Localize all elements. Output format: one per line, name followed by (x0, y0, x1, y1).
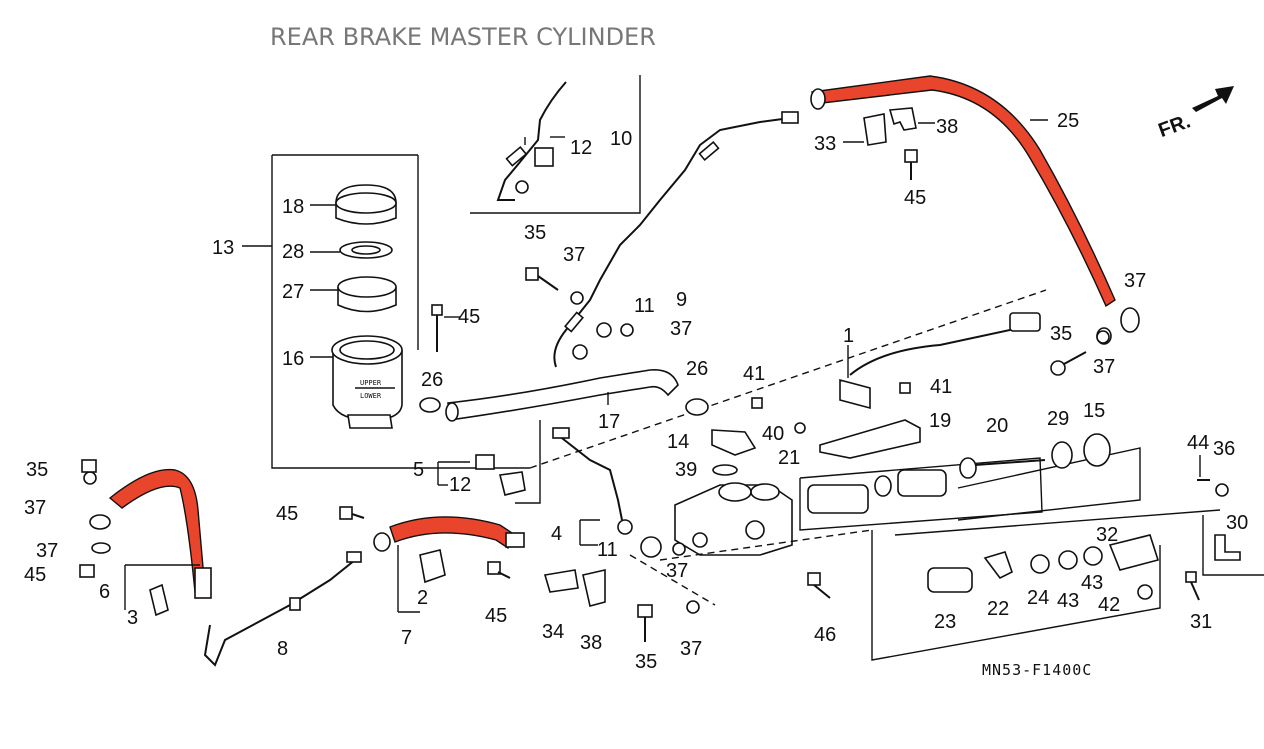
part-label: 16 (282, 348, 304, 370)
part-label: 39 (675, 459, 697, 481)
part-label: 35 (1050, 323, 1072, 345)
part-label: 25 (1057, 110, 1079, 132)
part-label: 5 (413, 459, 424, 481)
brake-hose-middle (339, 506, 525, 584)
part-label: 21 (778, 447, 800, 469)
part-label: 9 (676, 289, 687, 311)
part-label: 26 (686, 358, 708, 380)
reservoir-lower-mark: LOWER (360, 392, 382, 400)
part-label: 37 (1124, 270, 1146, 292)
part-label: 3 (127, 607, 138, 629)
part-label: 32 (1096, 524, 1118, 546)
part-label: 37 (24, 497, 46, 519)
part-label: 10 (610, 128, 632, 150)
part-label: 38 (936, 116, 958, 138)
part-label: 43 (1081, 572, 1103, 594)
part-label: 43 (1057, 590, 1079, 612)
part-label: 35 (524, 222, 546, 244)
reservoir-group: UPPER LOWER (271, 154, 1047, 469)
part-label: 41 (930, 376, 952, 398)
piston-kit-box (799, 433, 1141, 531)
part-label: 30 (1226, 512, 1248, 534)
reservoir-upper-mark: UPPER (360, 379, 382, 387)
rear-brake-hose-upper (810, 75, 1140, 345)
part-label: 23 (934, 611, 956, 633)
part-label: 26 (421, 369, 443, 391)
part-label: 33 (814, 133, 836, 155)
diagram-title: REAR BRAKE MASTER CYLINDER (270, 23, 656, 51)
lower-clips (543, 330, 1110, 642)
part-label: 42 (1098, 594, 1120, 616)
part-label: 28 (282, 241, 304, 263)
part-label: 6 (99, 581, 110, 603)
part-label: 11 (634, 295, 655, 317)
part-label: 2 (417, 587, 428, 609)
hose-clips-top (863, 107, 918, 180)
rear-brake-hose-lower (79, 459, 212, 617)
part-label: 20 (986, 415, 1008, 437)
part-label: 37 (563, 244, 585, 266)
part-label: 36 (1213, 438, 1235, 460)
middle-inset (475, 267, 686, 558)
part-label: 45 (24, 564, 46, 586)
front-direction-arrow-icon: FR. (1156, 86, 1234, 142)
reservoir-hose (419, 368, 709, 422)
part-label: 41 (743, 363, 765, 385)
switch-bracket (751, 312, 1041, 459)
part-label: 38 (580, 632, 602, 654)
part-label: 44 (1187, 432, 1209, 454)
part-label: 46 (814, 624, 836, 646)
part-label: 37 (680, 638, 702, 660)
part-label: 4 (551, 523, 562, 545)
part-label: 35 (635, 651, 657, 673)
part-label: 34 (542, 621, 564, 643)
part-label: 1 (843, 325, 854, 347)
part-label: 37 (670, 318, 692, 340)
part-label: 29 (1047, 408, 1069, 430)
part-label: 7 (401, 627, 412, 649)
part-label: 22 (987, 598, 1009, 620)
part-label: 19 (929, 410, 951, 432)
upper-brake-pipe (553, 117, 791, 368)
part-label: 12 (570, 137, 592, 159)
master-cylinder-body (674, 429, 793, 556)
part-label: 45 (904, 187, 926, 209)
part-label: 27 (282, 281, 304, 303)
part-label: 11 (597, 539, 618, 561)
part-label: 37 (36, 540, 58, 562)
part-label: 8 (277, 638, 288, 660)
part-label: 12 (449, 474, 471, 496)
pushrod-box (659, 479, 1264, 661)
part-label: 40 (762, 423, 784, 445)
part-label: 14 (667, 431, 689, 453)
lower-brake-pipe (203, 559, 356, 667)
part-labels: 1 2 3 4 5 6 7 8 9 10 11 11 12 12 13 14 1… (24, 110, 1248, 673)
part-label: 37 (1093, 356, 1115, 378)
part-label: 18 (282, 196, 304, 218)
top-inset (470, 75, 641, 214)
part-label: 17 (598, 411, 620, 433)
part-label: 45 (276, 503, 298, 525)
part-label: 31 (1190, 611, 1212, 633)
part-label: 37 (666, 560, 688, 582)
part-label: 45 (485, 605, 507, 627)
leader-lines (124, 119, 1201, 613)
part-label: 35 (26, 459, 48, 481)
part-label: 15 (1083, 400, 1105, 422)
diagram-code: MN53-F1400C (982, 661, 1092, 679)
part-label: 13 (212, 237, 234, 259)
part-label: 45 (458, 306, 480, 328)
part-label: 24 (1027, 587, 1049, 609)
front-marker-label: FR. (1156, 110, 1194, 142)
